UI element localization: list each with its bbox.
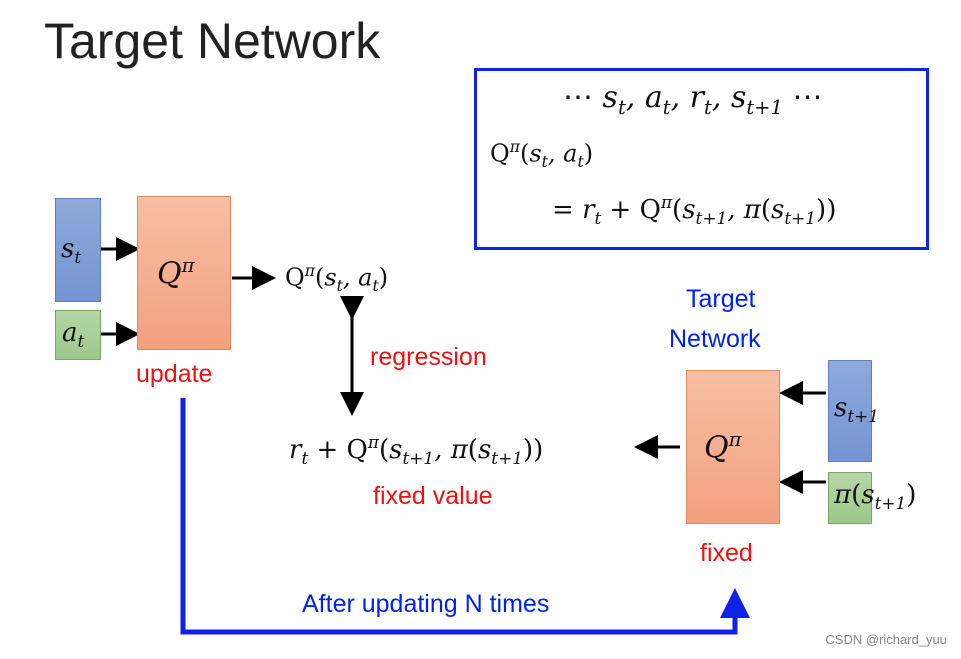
watermark: CSDN @richard_yuu: [825, 632, 947, 647]
regression-label: regression: [370, 343, 487, 371]
update-path-line: [180, 398, 750, 635]
q-network-box: [137, 196, 231, 350]
state-input-label: st: [61, 234, 82, 267]
target-network-label: Qπ: [704, 428, 742, 466]
next-state-input-label: st+1: [834, 393, 880, 426]
target-expression: rt + Qπ(st+1, π(st+1)): [289, 432, 544, 469]
policy-input-box: [828, 472, 872, 524]
formula-transition-sequence: ⋯ st, at, rt, st+1 ⋯: [563, 80, 823, 119]
policy-input-label: π(st+1): [834, 480, 917, 513]
target-network-title-line2: Network: [669, 325, 761, 353]
q-output-expression: Qπ(st, at): [285, 262, 389, 295]
after-updating-label: After updating N times: [302, 590, 550, 618]
action-input-label: at: [62, 318, 85, 351]
formula-q-value: Qπ(st, at): [490, 138, 594, 171]
q-network-label: Qπ: [157, 254, 195, 292]
update-label: update: [136, 360, 213, 388]
fixed-value-label: fixed value: [373, 482, 493, 510]
state-input-box: [55, 198, 101, 302]
formula-bellman-target: = rt + Qπ(st+1, π(st+1)): [552, 192, 837, 229]
formula-box: [474, 68, 929, 250]
next-state-input-box: [828, 360, 872, 462]
action-input-box: [55, 310, 101, 360]
target-network-title-line1: Target: [686, 285, 756, 313]
target-network-box: [686, 370, 780, 524]
page-title: Target Network: [44, 13, 381, 69]
fixed-label: fixed: [700, 539, 753, 567]
